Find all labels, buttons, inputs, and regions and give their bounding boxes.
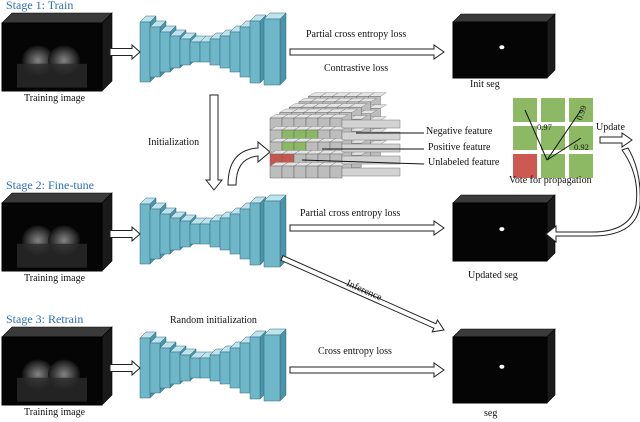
stage-3-network-layer bbox=[249, 330, 267, 400]
seg-label: seg bbox=[484, 408, 498, 419]
stage-2-network-output-layer bbox=[263, 194, 287, 268]
stage-1-network-layer bbox=[249, 14, 267, 84]
feature-bar bbox=[341, 143, 401, 153]
negative-feature-label: Negative feature bbox=[426, 126, 493, 137]
updated-seg-label: Updated seg bbox=[468, 270, 518, 281]
init-seg-image-face bbox=[452, 21, 548, 79]
stage-3-output-arrow bbox=[289, 362, 445, 378]
positive-feature-label: Positive feature bbox=[428, 142, 491, 153]
stage-2-network bbox=[139, 194, 287, 268]
stage-3-training-image bbox=[1, 326, 113, 406]
cross-entropy-loss-label: Cross entropy loss bbox=[318, 346, 392, 357]
vote-caption: Vote for propagation bbox=[509, 175, 592, 186]
stage-3-network-output-layer bbox=[263, 328, 287, 402]
seg-image bbox=[452, 328, 556, 404]
stage-2-input-arrow bbox=[109, 225, 141, 243]
partial-ce-loss-2-label: Partial cross entropy loss bbox=[300, 208, 401, 219]
feature-bar bbox=[341, 167, 401, 177]
vote-line-3 bbox=[546, 137, 582, 161]
segmentation-outputs bbox=[452, 13, 556, 404]
stage-1-input-caption: Training image bbox=[24, 93, 86, 104]
updated-seg-image bbox=[452, 194, 556, 262]
stage-2-input-caption: Training image bbox=[24, 273, 86, 284]
vote-cell bbox=[541, 126, 565, 150]
contrastive-loss-label: Contrastive loss bbox=[324, 63, 389, 74]
updated-seg-image-face bbox=[452, 202, 548, 262]
partial-ce-loss-1-label: Partial cross entropy loss bbox=[306, 29, 407, 40]
seg-image-top bbox=[452, 328, 556, 338]
init-seg-label: Init seg bbox=[470, 79, 500, 90]
vote-cell bbox=[569, 154, 593, 178]
vote-value-1: 0.97 bbox=[537, 122, 552, 132]
stage-1-output-arrow bbox=[289, 44, 445, 60]
stage-2-title: Stage 2: Fine-tune bbox=[6, 178, 94, 192]
stage-1-training-image-top bbox=[1, 12, 113, 24]
stage-3-training-image-top bbox=[1, 326, 113, 338]
vote-grid bbox=[513, 98, 593, 178]
updated-seg-image-lesion bbox=[499, 227, 505, 232]
updated-seg-image-top bbox=[452, 194, 556, 204]
vote-line-1 bbox=[524, 109, 548, 161]
stage-2-training-image-top bbox=[1, 192, 113, 204]
seg-image-face bbox=[452, 336, 548, 404]
random-initialization-label: Random initialization bbox=[170, 315, 257, 326]
init-seg-image bbox=[452, 13, 556, 79]
vote-line-2 bbox=[546, 109, 582, 161]
seg-image-side bbox=[546, 328, 556, 404]
stage-2-network-layer bbox=[249, 196, 267, 266]
update-arrow bbox=[599, 132, 633, 148]
networks bbox=[139, 12, 287, 402]
feature-extraction-arrow bbox=[227, 140, 271, 186]
stage-1-network-output-layer bbox=[263, 12, 287, 86]
stage-3-input-caption: Training image bbox=[24, 407, 86, 418]
stage-3-training-image-body bbox=[17, 377, 87, 402]
unlabeled-feature-label: Unlabeled feature bbox=[428, 157, 500, 168]
stage-2-training-image-body bbox=[17, 243, 87, 268]
training-images bbox=[1, 12, 113, 406]
seg-image-lesion bbox=[499, 364, 505, 369]
inference-arrow bbox=[280, 255, 445, 333]
stage-1-title: Stage 1: Train bbox=[6, 0, 74, 12]
init-seg-image-side bbox=[546, 13, 556, 79]
stage-3-title: Stage 3: Retrain bbox=[6, 312, 84, 326]
stage-1-input-arrow bbox=[109, 43, 141, 61]
vote-cell bbox=[513, 154, 537, 178]
stage-3-input-arrow bbox=[109, 359, 141, 377]
vote-cell bbox=[541, 154, 565, 178]
vote-cell bbox=[513, 126, 537, 150]
vote-cell bbox=[541, 98, 565, 122]
unlabeled-feature-leader bbox=[301, 159, 425, 165]
feature-bar bbox=[341, 155, 401, 165]
init-seg-image-top bbox=[452, 13, 556, 23]
flow-arrows bbox=[109, 43, 640, 378]
feature-cell bbox=[293, 162, 313, 179]
feature-bar bbox=[341, 119, 401, 129]
initialization-arrow bbox=[204, 94, 224, 191]
feature-bar bbox=[341, 131, 401, 141]
init-seg-image-lesion bbox=[499, 45, 505, 50]
stage-2-training-image bbox=[1, 192, 113, 272]
stage-1-training-image-body bbox=[17, 63, 87, 88]
propagation-return-arrow bbox=[545, 147, 640, 244]
stage-2-output-arrow bbox=[289, 220, 445, 236]
initialization-label: Initialization bbox=[148, 137, 200, 148]
feature-block bbox=[269, 92, 425, 179]
update-label: Update bbox=[596, 122, 625, 133]
stage-1-network bbox=[139, 12, 287, 86]
vote-value-3: 0.92 bbox=[574, 142, 589, 152]
stage-3-network bbox=[139, 328, 287, 402]
stage-1-training-image bbox=[1, 12, 113, 92]
